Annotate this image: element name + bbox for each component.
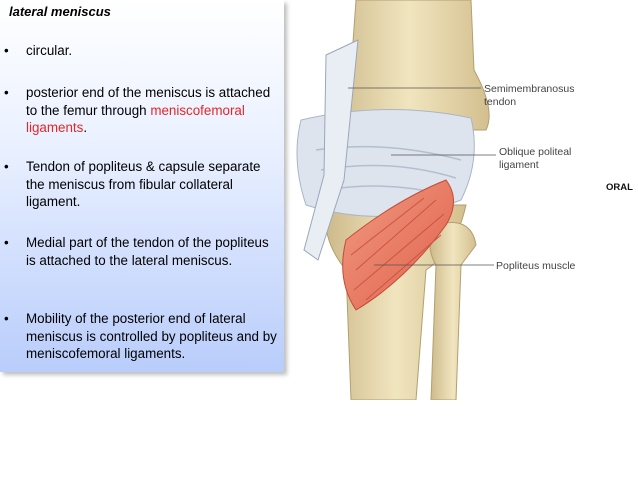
- panel-title: lateral meniscus: [9, 4, 111, 19]
- bullet-text-part: .: [83, 120, 88, 135]
- bullet-text: Mobility of the posterior end of lateral…: [26, 311, 277, 361]
- label-semimembranosus-2: tendon: [484, 96, 516, 108]
- bullet-text: Medial part of the tendon of the poplite…: [26, 235, 269, 268]
- knee-illustration: Semimembranosus tendon Oblique politeal …: [296, 0, 576, 400]
- bullet-item-3: • Tendon of popliteus & capsule separate…: [4, 158, 282, 211]
- bullet-item-1: • circular.: [4, 42, 282, 60]
- bullet-text: circular.: [26, 43, 73, 58]
- bullet-item-5: • Mobility of the posterior end of later…: [4, 310, 282, 363]
- popliteus-muscle: [342, 179, 454, 311]
- popliteus-fibers: [350, 197, 445, 301]
- bullet-dot: •: [4, 311, 9, 326]
- label-semimembranosus-1: Semimembranosus: [484, 83, 574, 95]
- side-label: ORAL: [606, 182, 633, 193]
- fibula-bone: [429, 222, 477, 400]
- bullet-dot: •: [4, 43, 9, 58]
- knee-anatomy-figure: Semimembranosus tendon Oblique politeal …: [296, 0, 638, 400]
- bullet-dot: •: [4, 235, 9, 250]
- label-oblique-2: ligament: [499, 159, 539, 171]
- semimembranosus-tendon: [303, 39, 359, 261]
- bullet-text: Tendon of popliteus & capsule separate t…: [26, 159, 261, 209]
- label-popliteus: Popliteus muscle: [496, 260, 576, 272]
- bullet-item-4: • Medial part of the tendon of the popli…: [4, 234, 282, 269]
- bullet-text: posterior end of the meniscus is attache…: [26, 84, 282, 137]
- label-oblique-1: Oblique politeal: [499, 146, 571, 158]
- bullet-dot: •: [4, 159, 9, 174]
- text-panel: lateral meniscus • circular. • posterior…: [0, 0, 284, 372]
- bullet-dot: •: [4, 85, 9, 100]
- bullet-item-2: • posterior end of the meniscus is attac…: [4, 84, 282, 137]
- highlighted-term: meniscofemoral ligaments: [26, 102, 245, 136]
- bullet-text-part: posterior end of the meniscus is attache…: [26, 85, 271, 118]
